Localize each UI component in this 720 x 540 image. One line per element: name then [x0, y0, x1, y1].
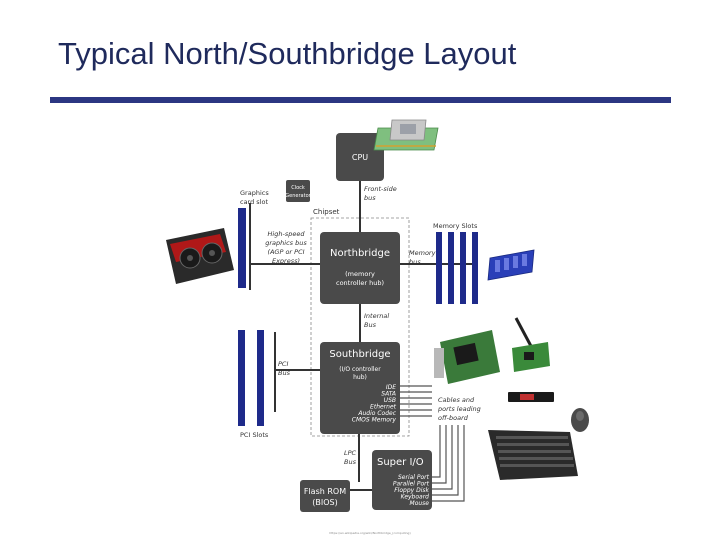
chipset-label: Chipset [313, 208, 340, 216]
southbridge-sub-line2: hub) [353, 374, 367, 381]
high-speed-bus-line3: (AGP or PCI [267, 248, 304, 256]
graphics-slot-line1: Graphics [240, 189, 269, 197]
northbridge-block [320, 232, 400, 304]
wifi-card-icon [512, 317, 550, 372]
port-mouse: Mouse [410, 500, 430, 507]
flash-rom-line1: Flash ROM [304, 487, 346, 496]
high-speed-bus-label: High-speed graphics bus (AGP or PCI Expr… [265, 230, 307, 265]
title-rule [50, 97, 671, 103]
memory-bus-line1: Memory [409, 249, 436, 257]
pci-bus-line1: PCI [278, 360, 288, 368]
northbridge-sub-line2: controller hub) [336, 279, 384, 287]
northbridge-label: Northbridge [330, 248, 390, 259]
super-io-cable-lines [432, 425, 465, 502]
high-speed-bus-line4: Express) [272, 257, 300, 265]
port-audio-codec: Audio Codec [357, 410, 396, 417]
southbridge-block [320, 342, 400, 434]
flash-rom-block [300, 480, 350, 512]
memory-bus-line2: bus [409, 258, 421, 266]
clock-generator-block [286, 180, 310, 202]
port-ide: IDE [386, 384, 396, 391]
port-cmos-memory: CMOS Memory [352, 417, 397, 424]
cpu-label: CPU [352, 153, 368, 162]
mouse-icon [571, 408, 589, 432]
lpc-bus-line2: Bus [344, 458, 357, 466]
internal-bus-line1: Internal [364, 312, 389, 320]
image-credit: https://en.wikipedia.org/wiki/Northbridg… [329, 531, 411, 535]
flash-rom-line2: (BIOS) [312, 498, 337, 507]
pci-bus-line2: Bus [278, 369, 291, 377]
port-serial: Serial Port [398, 474, 430, 481]
port-keyboard: Keyboard [401, 494, 430, 501]
high-speed-bus-line2: graphics bus [265, 239, 307, 247]
port-floppy: Floppy Disk [394, 487, 429, 494]
high-speed-bus-line1: High-speed [268, 230, 306, 238]
port-usb: USB [384, 397, 396, 404]
cpu-block [336, 133, 384, 181]
internal-bus-line2: Bus [364, 321, 377, 329]
front-side-bus-line1: Front-side [364, 185, 397, 193]
super-io-block [372, 450, 432, 510]
cable-lines [400, 385, 432, 417]
northbridge-sub-line1: (memory [345, 270, 375, 278]
ssd-icon [508, 392, 554, 402]
clock-generator-line2: Generator [285, 193, 311, 199]
lpc-bus-line1: LPC [344, 449, 357, 457]
cables-label: Cables and ports leading off-board [437, 396, 481, 422]
front-side-bus-line2: bus [364, 194, 376, 202]
keyboard-icon [488, 430, 578, 480]
cpu-chip-icon [373, 119, 439, 151]
cables-line3: off-board [438, 414, 469, 422]
super-io-label: Super I/O [377, 457, 424, 468]
network-card-icon [434, 330, 500, 384]
graphics-card-icon [166, 228, 234, 284]
port-sata: SATA [381, 391, 396, 398]
port-ethernet: Ethernet [370, 404, 397, 411]
cables-line1: Cables and [438, 396, 475, 404]
slide-title: Typical North/Southbridge Layout [58, 36, 517, 71]
pci-slot-bars [238, 330, 264, 426]
graphics-slot-bar [238, 208, 246, 288]
super-io-ports: Serial Port Parallel Port Floppy Disk Ke… [393, 474, 430, 507]
port-parallel: Parallel Port [393, 481, 430, 488]
memory-stick-icon [487, 249, 535, 281]
graphics-slot-line2: card slot [240, 198, 268, 206]
southbridge-label: Southbridge [329, 349, 390, 360]
pci-slots-label: PCI Slots [240, 431, 269, 439]
cables-line2: ports leading [437, 405, 481, 413]
southbridge-ports: IDE SATA USB Ethernet Audio Codec CMOS M… [352, 384, 397, 424]
memory-slot-bars [436, 232, 478, 304]
southbridge-sub-line1: (I/O controller [339, 366, 381, 373]
clock-generator-line1: Clock [291, 185, 305, 191]
memory-slots-label: Memory Slots [433, 222, 478, 230]
